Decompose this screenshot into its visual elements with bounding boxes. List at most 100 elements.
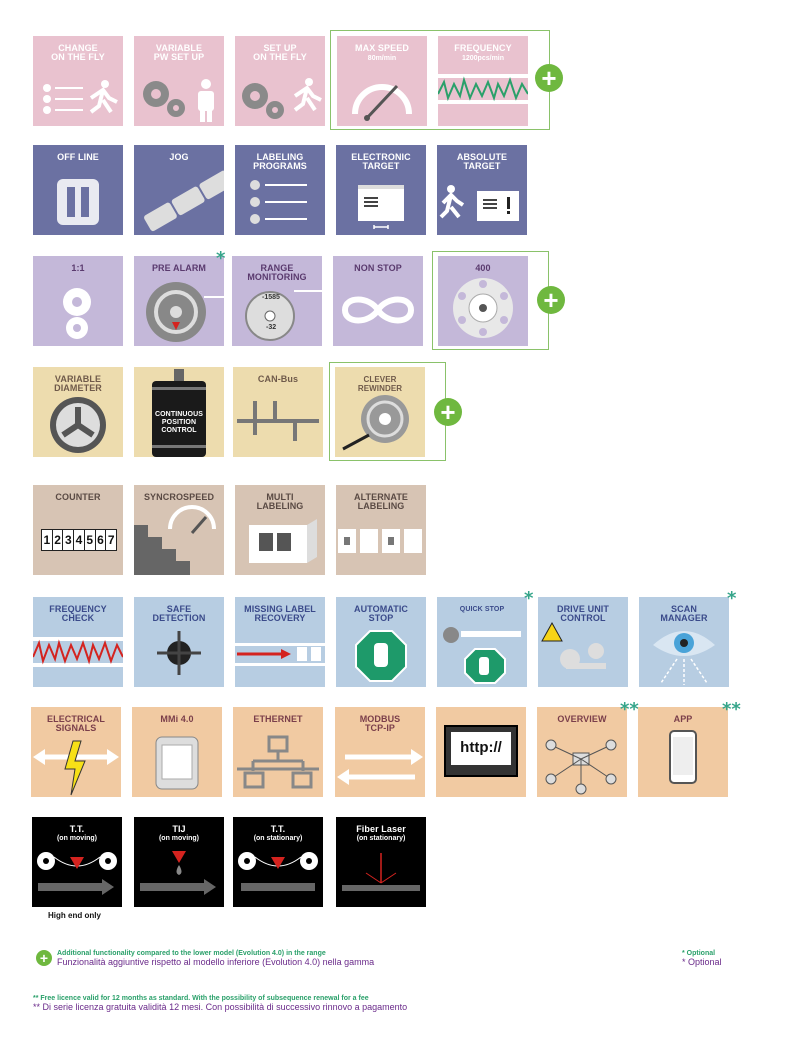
quick-stop-icon	[443, 627, 521, 684]
tile-sublabel: 1200pcs/min	[461, 55, 505, 62]
licence-stars: **	[620, 699, 639, 720]
tile-multi-labeling: MULTI LABELING	[235, 485, 325, 575]
counter-digit: 5	[85, 530, 96, 550]
optional-note-en: * Optional	[682, 950, 716, 957]
tile-label: PRE ALARM	[151, 263, 207, 273]
tile-change-on-the-fly: CHANGE ON THE FLY	[33, 36, 123, 126]
reel-alarm-icon	[146, 282, 224, 342]
tile-label: APP	[673, 714, 693, 724]
counter-digit: 3	[63, 530, 75, 550]
tile-label: CONTINUOUS POSITION CONTROL	[154, 411, 204, 434]
crosshair-icon	[157, 631, 201, 675]
tile-label: VARIABLE PW SET UP	[153, 43, 205, 62]
tile-label: OVERVIEW	[557, 714, 607, 724]
optional-star: *	[216, 248, 226, 269]
tile-electronic-target: ELECTRONIC TARGET	[336, 145, 426, 235]
wave-icon	[438, 74, 528, 104]
plus-icon: +	[535, 64, 563, 92]
recovery-arrows-icon	[235, 643, 325, 666]
licence-note: ** Free licence valid for 12 months as s…	[33, 994, 407, 1012]
range-top-value: -1585	[262, 294, 280, 301]
tile-400: 400	[438, 256, 528, 346]
tile-clever-rewinder: CLEVER REWINDER	[335, 367, 425, 457]
tile-label: T.T.	[69, 824, 85, 834]
touch-panel-icon	[155, 736, 199, 790]
tile-missing-label-recovery: MISSING LABEL RECOVERY	[235, 597, 325, 687]
tile-label: CLEVER REWINDER	[357, 375, 403, 393]
tile-http: http://	[436, 707, 526, 797]
motor-icon	[152, 369, 206, 457]
tile-non-stop: NON STOP	[333, 256, 423, 346]
tile-label: RANGE MONITORING	[247, 263, 307, 282]
optional-star: *	[727, 588, 737, 609]
gears-person-icon	[143, 79, 214, 122]
reel-400-icon	[453, 278, 513, 338]
tile-label: ALTERNATE LABELING	[353, 492, 409, 511]
tile-one-to-one: 1:1	[33, 256, 123, 346]
tile-pre-alarm: PRE ALARM	[134, 256, 224, 346]
diameter-reel-icon	[50, 397, 106, 453]
tile-electrical-signals: ELECTRICAL SIGNALS	[31, 707, 121, 797]
tile-label: CHANGE ON THE FLY	[51, 43, 105, 62]
counter-digit: 2	[53, 530, 64, 550]
runner-box-icon	[439, 185, 519, 221]
tile-fiber-laser: Fiber Laser (on stationary)	[336, 817, 426, 907]
pause-icon	[57, 179, 99, 225]
counter-display: 1 2 3 4 5 6 7	[41, 529, 117, 551]
tile-label: ETHERNET	[253, 714, 303, 724]
tile-variable-pw-setup: VARIABLE PW SET UP	[134, 36, 224, 126]
tile-labeling-programs: LABELING PROGRAMS	[235, 145, 325, 235]
additional-note: Additional functionality compared to the…	[57, 949, 374, 967]
tile-label: SAFE DETECTION	[152, 604, 206, 623]
tile-off-line: OFF LINE	[33, 145, 123, 235]
tile-counter: COUNTER 1 2 3 4 5 6 7	[33, 485, 123, 575]
tile-label: DRIVE UNIT CONTROL	[556, 604, 609, 623]
tile-label: AUTOMATIC STOP	[353, 604, 409, 623]
tile-safe-detection: SAFE DETECTION	[134, 597, 224, 687]
optional-star: *	[524, 588, 534, 609]
plus-icon: +	[36, 950, 52, 966]
tile-label: NON STOP	[354, 263, 402, 273]
tile-modbus: MODBUS TCP-IP	[335, 707, 425, 797]
tile-scan-manager: SCAN MANAGER	[639, 597, 729, 687]
tile-label: MISSING LABEL RECOVERY	[244, 604, 316, 623]
drive-unit-icon	[541, 621, 606, 669]
gears-runner-icon	[242, 78, 322, 119]
tile-label: MMi 4.0	[160, 714, 194, 724]
tile-tt-moving: T.T. (on moving)	[32, 817, 122, 907]
tile-label: T.T.	[270, 824, 286, 834]
tile-label: SET UP ON THE FLY	[253, 43, 307, 62]
stop-hand-icon	[355, 630, 407, 682]
counter-digit: 1	[42, 530, 53, 550]
monitor-icon: http://	[444, 725, 518, 777]
licence-note-en: ** Free licence valid for 12 months as s…	[33, 995, 369, 1002]
high-end-note: High end only	[48, 911, 101, 920]
tile-app: APP	[638, 707, 728, 797]
tile-can-bus: CAN-Bus	[233, 367, 323, 457]
infinity-icon	[341, 296, 415, 324]
tile-label: MAX SPEED	[355, 43, 409, 53]
alternate-boxes-icon	[338, 529, 422, 553]
licence-note-it: ** Di serie licenza gratuita validità 12…	[33, 1002, 408, 1012]
licence-stars: **	[722, 699, 741, 720]
tile-sublabel: (on stationary)	[356, 835, 406, 842]
counter-digit: 4	[74, 530, 85, 550]
tile-tt-stationary: T.T. (on stationary)	[233, 817, 323, 907]
tile-label: FREQUENCY CHECK	[49, 604, 107, 623]
tile-sublabel: (on moving)	[158, 835, 200, 842]
tile-sublabel: (on stationary)	[253, 835, 303, 842]
tile-label: FREQUENCY	[454, 43, 512, 53]
arrows-icon	[337, 749, 423, 785]
tile-continuous-position-control: CONTINUOUS POSITION CONTROL	[134, 367, 224, 457]
box-labels-icon	[249, 519, 317, 563]
gauge-icon	[352, 84, 412, 121]
tile-label: SCAN MANAGER	[660, 604, 708, 623]
tile-label: 400	[475, 263, 491, 273]
tile-label: SYNCROSPEED	[143, 492, 215, 502]
lightning-arrows-icon	[33, 740, 119, 796]
tile-label: LABELING PROGRAMS	[253, 152, 307, 171]
tile-overview: OVERVIEW	[537, 707, 627, 797]
tile-label: COUNTER	[55, 492, 101, 502]
tile-sublabel: 80m/min	[367, 55, 397, 62]
tile-automatic-stop: AUTOMATIC STOP	[336, 597, 426, 687]
